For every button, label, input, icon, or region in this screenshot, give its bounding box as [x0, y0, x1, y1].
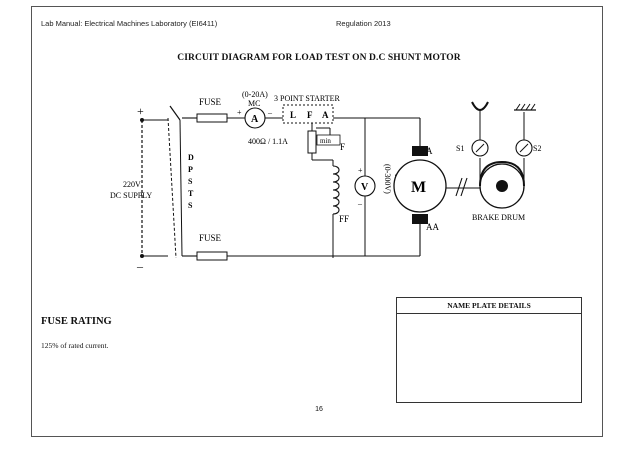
fuse-bottom	[196, 251, 228, 261]
rheostat-min-box	[316, 134, 341, 146]
coupling-mark-2	[460, 177, 468, 197]
dpst-letter: S	[188, 177, 193, 186]
armature-a-label: A	[426, 146, 433, 156]
supply-minus-sign: –	[136, 259, 144, 273]
voltmeter-symbol: V	[361, 182, 369, 193]
dpst-blade-top	[169, 105, 181, 121]
dpst-letter: S	[188, 201, 193, 210]
brush-top	[412, 146, 428, 156]
armature-aa-label: AA	[426, 222, 439, 232]
page-border	[31, 6, 603, 437]
ammeter-symbol: A	[251, 114, 259, 125]
supply-plus-sign: +	[137, 104, 144, 118]
voltmeter-range: (0-300V)	[383, 164, 392, 194]
starter-box	[282, 104, 334, 124]
fuse-top	[196, 113, 228, 123]
brake-drum-hub	[496, 180, 508, 192]
starter-terminal-l: L	[290, 110, 296, 120]
starter-label: 3 POINT STARTER	[274, 94, 341, 103]
field-coil	[332, 165, 340, 215]
ammeter-range: (0-20A)	[242, 90, 268, 99]
field-rheostat	[307, 130, 317, 154]
ground-hatch-icon	[515, 103, 536, 111]
dpst-letters: D P S T S	[188, 153, 194, 210]
dpst-letter: D	[188, 153, 194, 162]
starter-terminal-f: F	[307, 110, 313, 120]
dpst-letter: T	[188, 189, 194, 198]
motor-symbol: M	[411, 179, 426, 196]
balance-1-clamp-icon	[471, 101, 489, 112]
fuse-top-label: FUSE	[199, 97, 222, 107]
field-ff-label: FF	[339, 214, 349, 224]
voltmeter-minus-sign: –	[357, 199, 363, 208]
balance-2-needle	[519, 143, 529, 153]
dpst-letter: P	[188, 165, 193, 174]
ammeter-type: MC	[248, 99, 260, 108]
header-manual-title: Lab Manual: Electrical Machines Laborato…	[41, 19, 218, 28]
rheostat-rating: 400Ω / 1.1A	[248, 137, 288, 146]
field-f-label: F	[340, 142, 345, 152]
circuit-diagram: + – 220V DC SUPPLY D P S T S FUSE + A – …	[110, 90, 541, 273]
voltmeter-plus-sign: +	[358, 166, 363, 175]
fuse-rating-heading: FUSE RATING	[41, 316, 112, 327]
starter-terminal-a: A	[322, 110, 329, 120]
nameplate-heading: NAME PLATE DETAILS	[397, 298, 581, 314]
dpst-body	[179, 119, 183, 257]
dpst-link	[167, 117, 177, 259]
ammeter-minus-sign: –	[267, 108, 273, 117]
coupling-mark-1	[455, 177, 463, 197]
supply-label: DC SUPPLY	[110, 191, 152, 200]
fuse-bottom-label: FUSE	[199, 233, 222, 243]
balance-1-needle	[475, 143, 485, 153]
brake-belt	[479, 160, 525, 187]
header-regulation: Regulation 2013	[336, 19, 391, 28]
ammeter-plus-sign: +	[237, 108, 242, 117]
supply-voltage-label: 220V	[123, 180, 141, 189]
nameplate-table: NAME PLATE DETAILS	[396, 297, 582, 403]
dc-motor	[393, 159, 447, 213]
brake-drum-label: BRAKE DRUM	[472, 213, 525, 222]
spring-balance-2-label: S2	[533, 144, 541, 153]
page-number: 16	[315, 406, 323, 413]
page-title: CIRCUIT DIAGRAM FOR LOAD TEST ON D.C SHU…	[177, 53, 461, 63]
spring-balance-1-label: S1	[456, 144, 464, 153]
fuse-rating-note: 125% of rated current.	[41, 341, 109, 350]
rheostat-min-label: min	[320, 137, 331, 145]
brush-bottom	[412, 214, 428, 224]
